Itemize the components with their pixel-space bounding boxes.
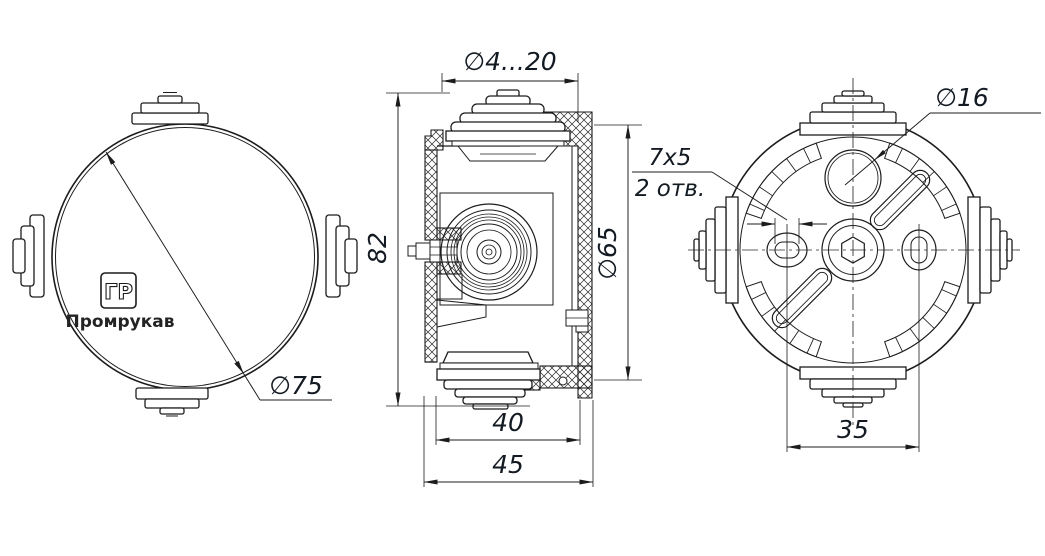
brand-name-label: Промрукав bbox=[66, 312, 175, 332]
dim-height-82: 82 bbox=[363, 92, 530, 407]
dim-gland-range-label: ∅4...20 bbox=[463, 47, 556, 76]
section-left-wall-lower bbox=[424, 261, 438, 363]
dim-slot-7x5: 7x5 2 отв. bbox=[632, 145, 827, 244]
front-top-cable-gland bbox=[131, 92, 209, 125]
back-arc-segment-sw bbox=[745, 280, 823, 358]
dim-inner-width-40: 40 bbox=[435, 396, 581, 445]
dim-overall-width-45: 45 bbox=[423, 396, 594, 487]
d16-leader-arrow bbox=[874, 149, 886, 160]
dim-hole-d16: ∅16 bbox=[844, 83, 1041, 186]
back-arc-segment-ne bbox=[883, 142, 961, 220]
dim-slot-size-label: 7x5 bbox=[649, 145, 692, 171]
dim-hole-d16-label: ∅16 bbox=[935, 83, 989, 112]
section-lid-latch bbox=[565, 309, 589, 333]
section-top-cable-gland bbox=[437, 89, 571, 162]
section-bottom-cable-gland bbox=[425, 351, 541, 410]
dim-inner-width-40-label: 40 bbox=[492, 408, 524, 437]
section-side-gland-profile bbox=[407, 239, 458, 263]
front-left-cable-gland bbox=[12, 214, 45, 298]
section-left-wall-upper bbox=[424, 149, 438, 241]
back-arc-segment-nw bbox=[745, 142, 823, 220]
dim-slot-count-label: 2 отв. bbox=[635, 176, 705, 202]
dim-overall-width-45-label: 45 bbox=[492, 450, 524, 479]
dim-hole-spacing-35: 35 bbox=[786, 224, 920, 452]
brand-logo-initials: ГР bbox=[104, 280, 133, 304]
back-diagonal-slot-lower bbox=[771, 267, 833, 329]
dim-diameter-75-label: ∅75 bbox=[269, 371, 323, 400]
dim-lid-diameter-65-label: ∅65 bbox=[593, 226, 622, 280]
section-interior-outline bbox=[439, 192, 554, 306]
dim-height-82-label: 82 bbox=[363, 232, 392, 264]
front-body-inner-rim bbox=[55, 127, 315, 387]
front-right-cable-gland bbox=[325, 214, 358, 298]
section-view: ∅4...20 82 ∅65 40 45 bbox=[363, 47, 642, 487]
dim-diameter-75: ∅75 bbox=[105, 151, 332, 401]
section-top-left-corner bbox=[424, 129, 444, 151]
dim-gland-range: ∅4...20 bbox=[441, 47, 579, 122]
back-bottom-cable-gland bbox=[799, 366, 907, 408]
front-bottom-cable-gland bbox=[135, 387, 209, 417]
front-view: ГР Промрукав ∅75 bbox=[12, 92, 358, 417]
section-lid-bottom-step bbox=[539, 365, 593, 389]
section-side-gland-face bbox=[440, 203, 538, 301]
dim-lid-diameter-65: ∅65 bbox=[593, 124, 642, 381]
section-inner-rib-lower bbox=[436, 299, 487, 328]
dim-hole-spacing-35-label: 35 bbox=[837, 415, 869, 444]
back-view: 35 7x5 2 отв. ∅16 bbox=[632, 78, 1041, 452]
